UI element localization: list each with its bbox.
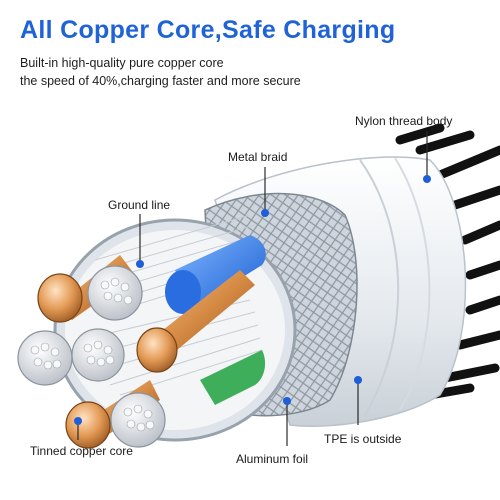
label-tinned-copper-core: Tinned copper core	[30, 444, 133, 458]
label-metal-braid: Metal braid	[228, 150, 288, 164]
subtitle-line-1: Built-in high-quality pure copper core	[20, 56, 224, 70]
label-ground-line: Ground line	[108, 198, 171, 212]
page-title: All Copper Core,Safe Charging	[20, 16, 396, 44]
callout-pointers	[74, 131, 431, 446]
tinned-core-3	[71, 328, 125, 382]
label-tpe-outside: TPE is outside	[324, 432, 402, 446]
label-aluminum-foil: Aluminum foil	[236, 452, 309, 466]
copper-wire-center	[136, 270, 255, 373]
tinned-core-2	[17, 330, 73, 386]
strand-dots	[30, 277, 155, 432]
tinned-core-1	[87, 265, 143, 321]
label-nylon-thread-body: Nylon thread body	[355, 114, 453, 128]
green-insulated-wire	[200, 350, 266, 405]
subtitle-line-2: the speed of 40%,charging faster and mor…	[20, 74, 301, 88]
tinned-core-4	[110, 392, 166, 448]
blue-insulated-wire	[165, 235, 266, 314]
